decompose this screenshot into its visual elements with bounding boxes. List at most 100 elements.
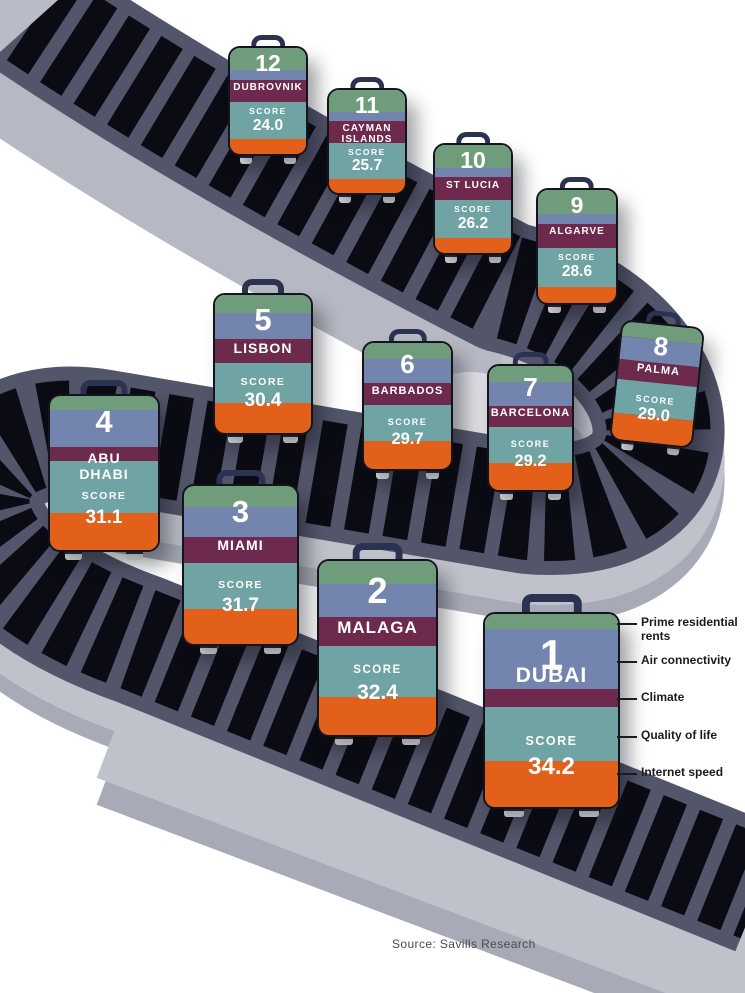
score-label: SCORE — [81, 489, 127, 502]
suitcase-st-lucia: 10 ST LUCIA SCORE 26.2 — [433, 132, 513, 263]
suitcase-barbados: 6 BARBADOS SCORE 29.7 — [362, 329, 453, 479]
suitcase-foot-icon — [489, 253, 501, 263]
source-note: Source: Savills Research — [392, 937, 536, 951]
suitcase-body: 12 DUBROVNIK SCORE 24.0 — [228, 46, 308, 156]
stripe-internet-speed — [230, 139, 306, 154]
score-value: 34.2 — [528, 752, 575, 780]
suitcase-body: 11 CAYMAN ISLANDS SCORE 25.7 — [327, 88, 407, 195]
suitcase-handle-icon — [352, 543, 403, 561]
suitcase-algarve: 9 ALGARVE SCORE 28.6 — [536, 177, 618, 313]
legend-label-air-connectivity: Air connectivity — [641, 653, 732, 667]
stripe-prime-residential-rents — [485, 614, 618, 630]
stripe-air-connectivity — [319, 583, 436, 617]
suitcase-body: 8 PALMA SCORE 29.0 — [608, 318, 706, 450]
suitcase-handle-icon — [80, 380, 128, 396]
stripe-quality-of-life — [435, 200, 511, 238]
suitcase-handle-icon — [242, 279, 284, 295]
stripe-air-connectivity — [230, 70, 306, 80]
suitcase-handle-icon — [350, 77, 384, 90]
stripe-internet-speed — [319, 696, 436, 735]
score-label: SCORE — [510, 439, 551, 450]
belt-corner-wedge — [0, 0, 58, 52]
suitcase-handle-icon — [456, 132, 490, 145]
rank-number: 12 — [255, 50, 281, 77]
suitcase-foot-icon — [548, 303, 561, 313]
suitcase-body: 5 LISBON SCORE 30.4 — [213, 293, 313, 435]
suitcase-dubrovnik: 12 DUBROVNIK SCORE 24.0 — [228, 35, 308, 164]
stripe-climate — [489, 405, 572, 427]
score-label: SCORE — [348, 146, 386, 157]
stripe-prime-residential-rents — [215, 295, 311, 313]
stripe-air-connectivity — [538, 213, 616, 224]
stripe-quality-of-life — [215, 362, 311, 403]
stripe-internet-speed — [50, 513, 158, 550]
suitcase-malaga: 2 MALAGA SCORE 32.4 — [317, 543, 438, 745]
city-name: LISBON — [233, 339, 293, 356]
suitcase-foot-icon — [547, 490, 561, 500]
suitcase-foot-icon — [240, 154, 252, 164]
stripe-air-connectivity — [215, 312, 311, 340]
stripe-climate — [50, 446, 158, 461]
stripe-air-connectivity — [184, 506, 297, 537]
suitcase-body: 2 MALAGA SCORE 32.4 — [317, 559, 438, 737]
legend-label-quality-of-life: Quality of life — [641, 728, 718, 742]
score-label: SCORE — [454, 204, 492, 215]
stripe-air-connectivity — [329, 111, 405, 121]
city-name: DUBAI — [515, 664, 588, 688]
suitcase-handle-icon — [251, 35, 285, 48]
stripe-internet-speed — [215, 402, 311, 433]
legend-line — [617, 773, 637, 775]
stripe-prime-residential-rents — [184, 486, 297, 507]
stripe-climate — [329, 120, 405, 143]
stripe-quality-of-life — [485, 706, 618, 761]
stripe-prime-residential-rents — [329, 90, 405, 112]
city-name: BARCELONA — [490, 406, 571, 419]
stripe-internet-speed — [435, 237, 511, 253]
suitcase-abu-dhabi: 4 ABU DHABI SCORE 31.1 — [48, 380, 160, 560]
score-value: 28.6 — [561, 263, 593, 281]
stripe-air-connectivity — [364, 359, 451, 384]
score-value: 24.0 — [252, 116, 284, 134]
suitcase-handle-icon — [559, 177, 595, 190]
stripe-air-connectivity — [435, 167, 511, 178]
stripe-quality-of-life — [319, 646, 436, 697]
legend-line — [617, 623, 637, 625]
legend-label-internet-speed: Internet speed — [641, 765, 724, 779]
score-value: 29.2 — [514, 451, 547, 470]
score-value: 31.1 — [85, 506, 123, 528]
rank-number: 5 — [254, 301, 272, 337]
stripe-internet-speed — [184, 609, 297, 644]
stripe-climate — [538, 223, 616, 248]
rank-number: 3 — [231, 493, 250, 529]
stripe-internet-speed — [329, 178, 405, 193]
city-name: MALAGA — [337, 618, 418, 638]
rank-number: 2 — [367, 569, 388, 611]
score-value: 26.2 — [457, 215, 489, 233]
score-label: SCORE — [249, 106, 287, 117]
suitcase-foot-icon — [228, 433, 243, 443]
rank-number: 6 — [400, 349, 415, 380]
suitcase-dubai: 1 DUBAI SCORE 34.2 — [483, 594, 620, 817]
stripe-climate — [435, 177, 511, 201]
suitcase-foot-icon — [401, 735, 420, 745]
stripe-prime-residential-rents — [50, 396, 158, 410]
stripe-internet-speed — [485, 760, 618, 807]
score-value: 29.7 — [391, 429, 424, 448]
score-label: SCORE — [558, 252, 596, 263]
score-label: SCORE — [218, 579, 263, 592]
stripe-climate — [215, 339, 311, 363]
stripe-prime-residential-rents — [230, 48, 306, 71]
suitcase-body: 6 BARBADOS SCORE 29.7 — [362, 341, 453, 471]
stripe-prime-residential-rents — [319, 561, 436, 584]
legend-line — [617, 736, 637, 738]
rank-number: 10 — [460, 147, 486, 174]
suitcase-body: 3 MIAMI SCORE 31.7 — [182, 484, 299, 646]
stripe-climate — [184, 536, 297, 564]
suitcase-foot-icon — [199, 644, 218, 654]
suitcase-foot-icon — [284, 154, 296, 164]
suitcase-foot-icon — [283, 433, 298, 443]
suitcase-foot-icon — [593, 303, 606, 313]
stripe-internet-speed — [489, 462, 572, 490]
stripe-quality-of-life — [50, 460, 158, 514]
stripe-prime-residential-rents — [364, 343, 451, 360]
